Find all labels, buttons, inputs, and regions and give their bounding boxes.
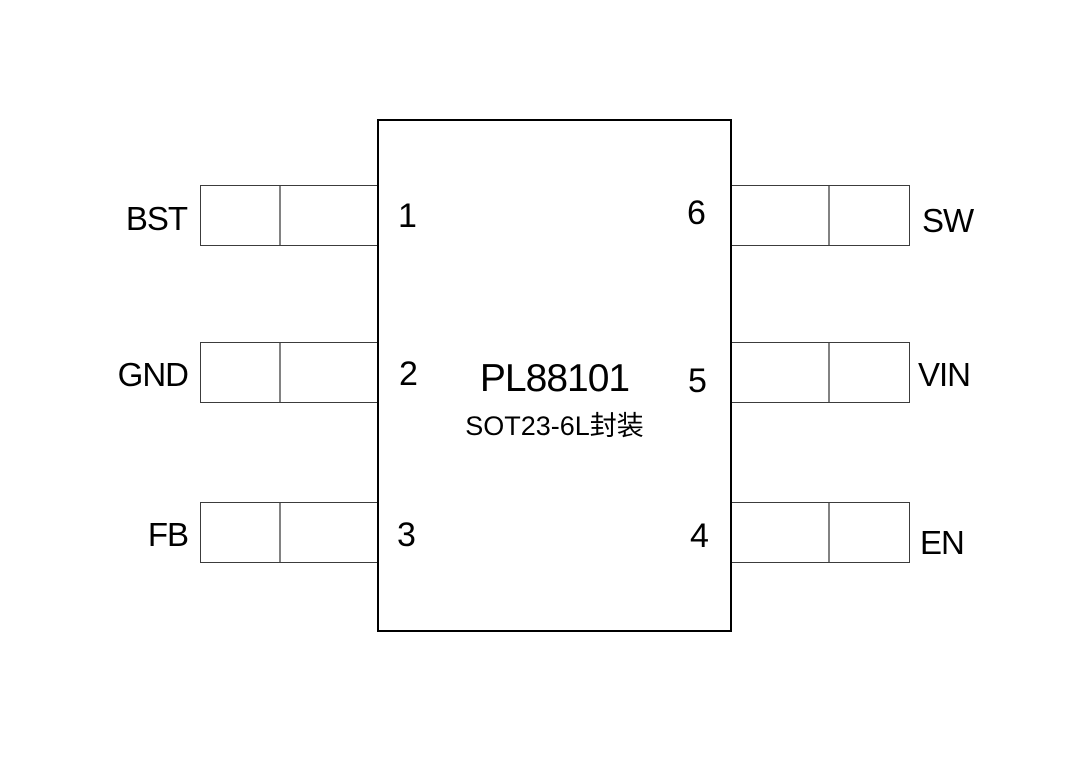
- pin-pad-bst: [200, 185, 378, 246]
- pin-label-fb: FB: [147, 516, 189, 553]
- chip-subtitle: SOT23-6L封装: [465, 411, 644, 441]
- pin-pad-sw: [730, 185, 910, 246]
- pin-pad-gnd: [200, 342, 378, 403]
- pin-label-vin: VIN: [918, 356, 971, 393]
- ic-body: [377, 119, 732, 632]
- pin-pad-vin: [730, 342, 910, 403]
- chip-title: PL88101: [479, 357, 630, 400]
- pad-divider-line: [828, 343, 830, 402]
- pin-number-6: 6: [687, 194, 706, 232]
- pin-number-2: 2: [399, 355, 418, 393]
- pin-label-sw: SW: [922, 202, 974, 239]
- pin-number-1: 1: [398, 197, 417, 235]
- pad-divider-line: [279, 503, 281, 562]
- pin-label-en: EN: [920, 524, 965, 561]
- pin-number-3: 3: [397, 516, 416, 554]
- pin-pad-en: [730, 502, 910, 563]
- pin-pad-fb: [200, 502, 378, 563]
- pin-label-gnd: GND: [117, 356, 189, 393]
- pad-divider-line: [828, 186, 830, 245]
- pin-label-bst: BST: [125, 200, 188, 237]
- pad-divider-line: [828, 503, 830, 562]
- pad-divider-line: [279, 186, 281, 245]
- pin-number-5: 5: [688, 362, 707, 400]
- pad-divider-line: [279, 343, 281, 402]
- pin-number-4: 4: [690, 517, 709, 555]
